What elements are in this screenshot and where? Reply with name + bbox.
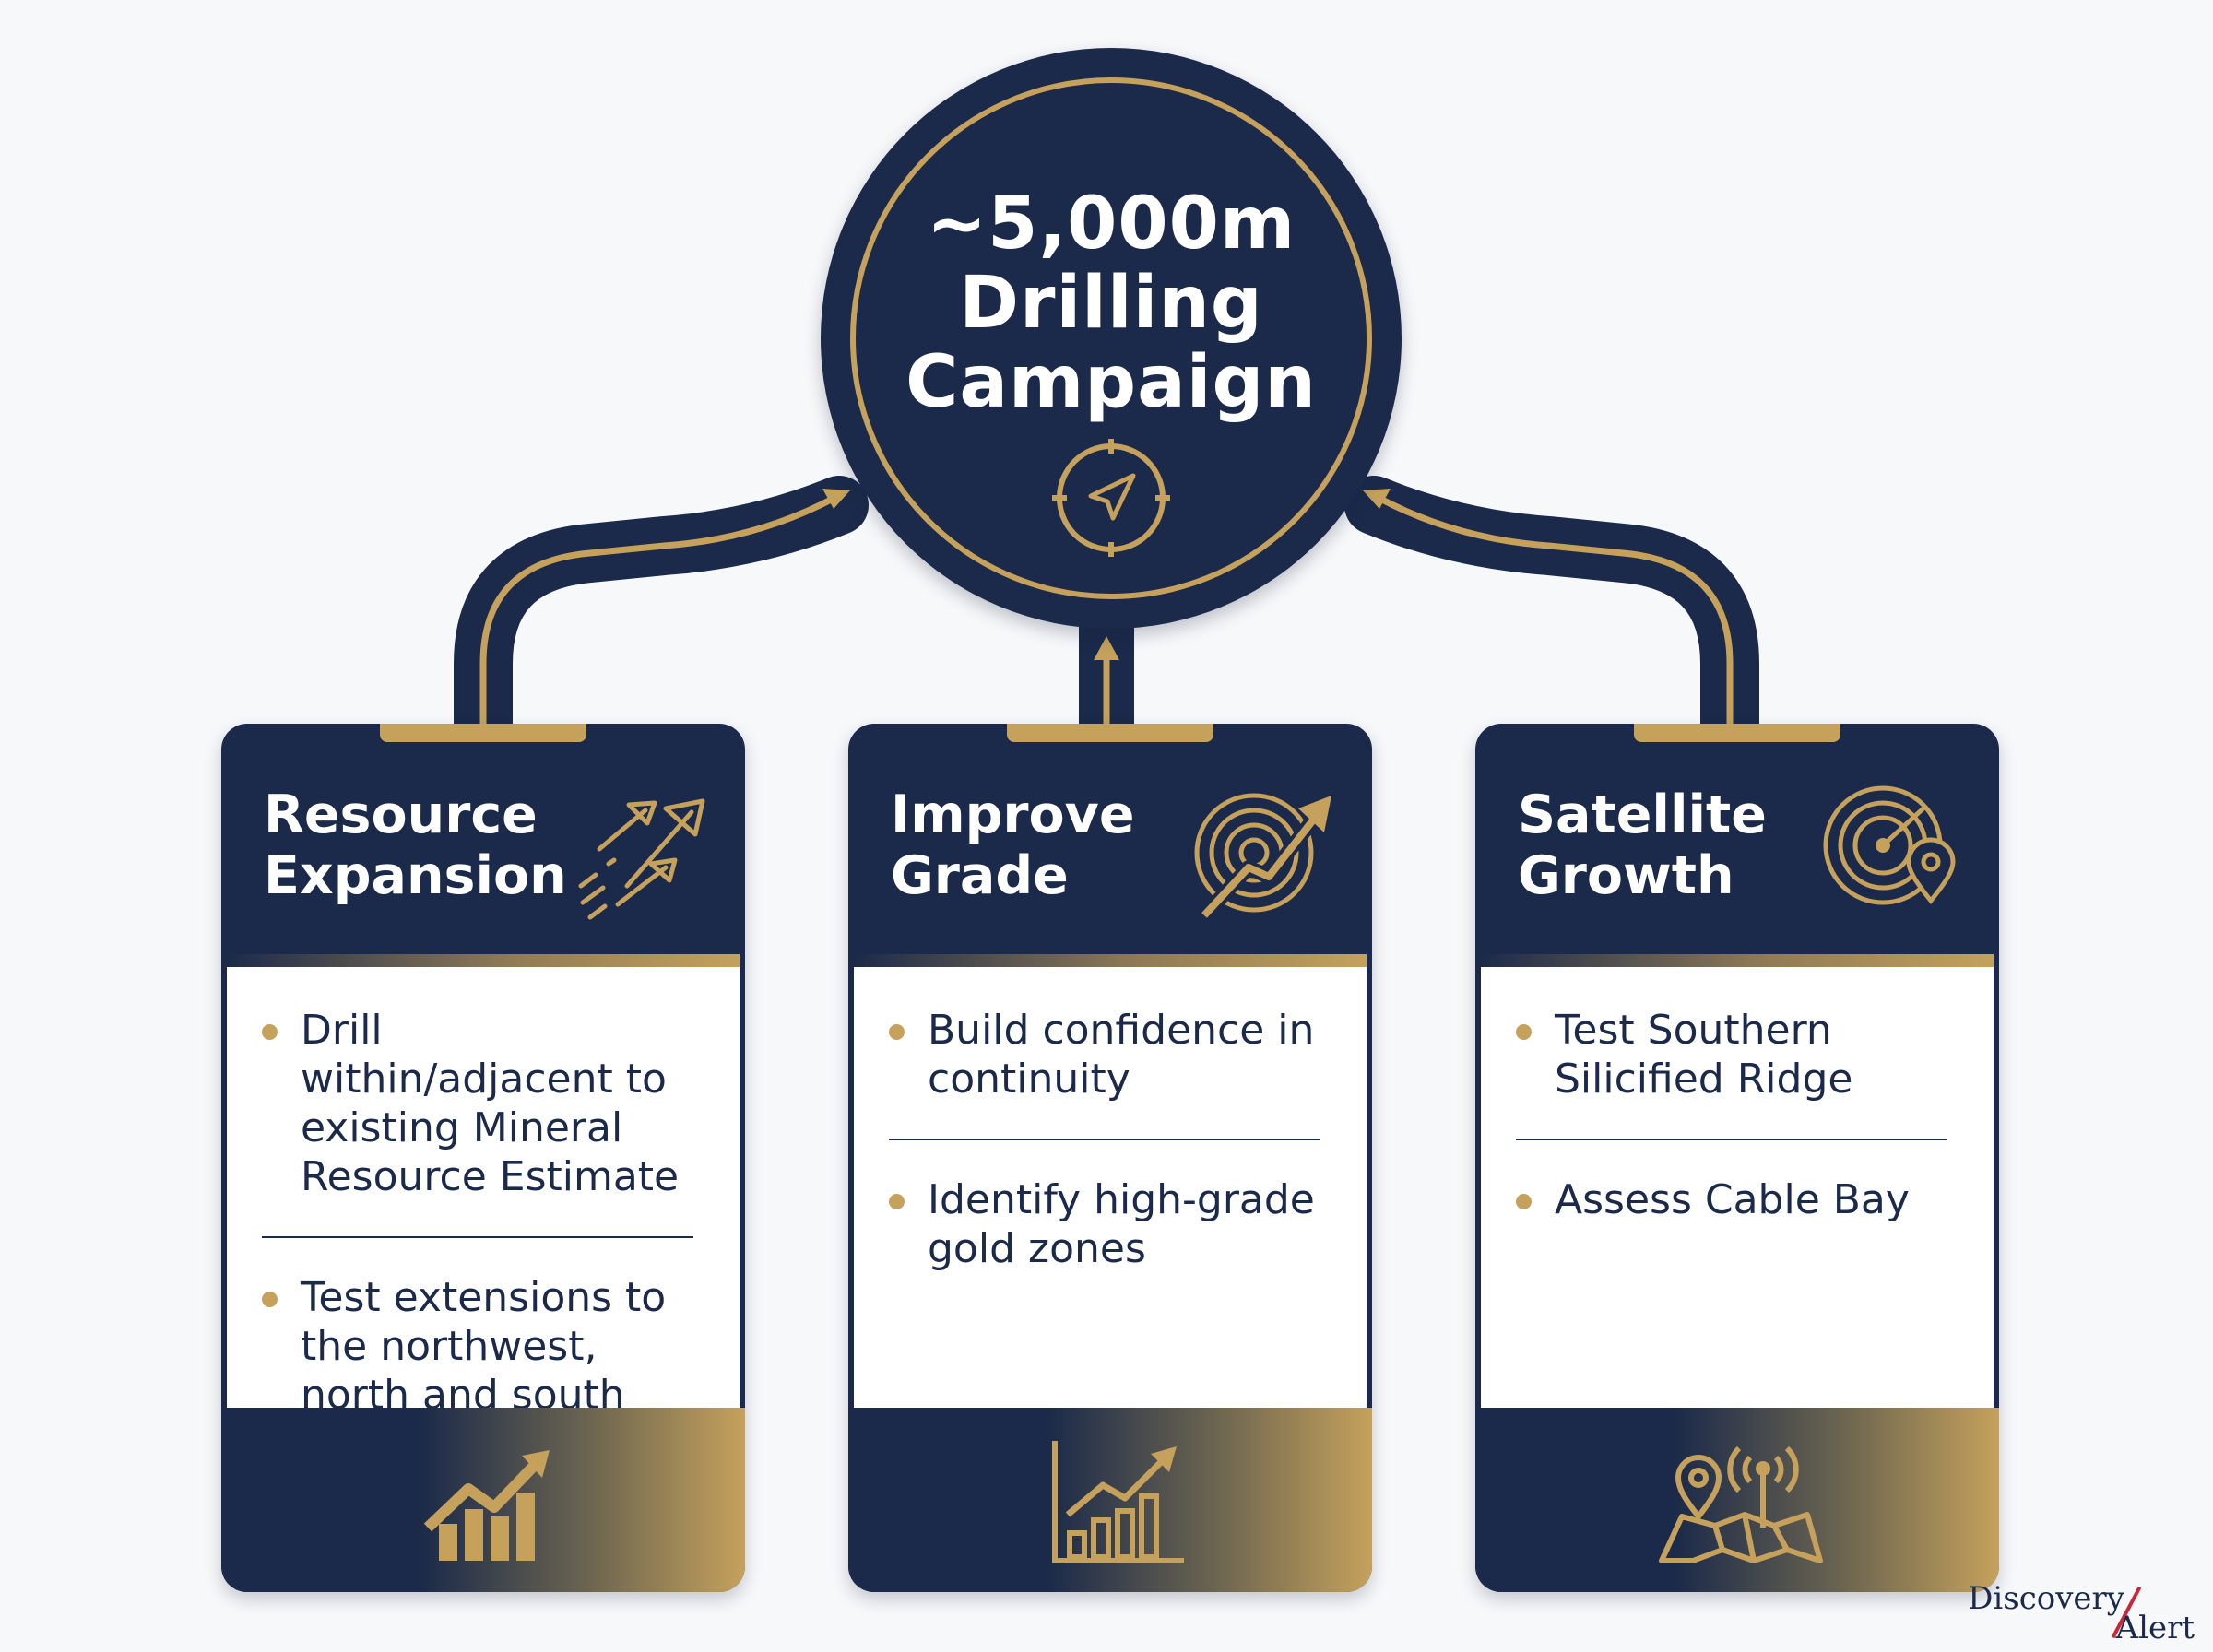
- right-connector: [1344, 476, 1759, 758]
- card-gold-rule: [854, 954, 1367, 967]
- bullet-text: Assess Cable Bay: [1555, 1176, 1910, 1223]
- hub-title: ~5,000m Drilling Campaign: [821, 184, 1402, 422]
- card-tab: [1634, 724, 1840, 742]
- bullet-text: Identify high-grade gold zones: [928, 1176, 1315, 1272]
- divider: [262, 1236, 693, 1238]
- bullet-dot-icon: [262, 1292, 278, 1307]
- bullet-text: Build confidence in continuity: [928, 1007, 1315, 1103]
- list-item: Test extensions to the northwest, north …: [262, 1273, 693, 1420]
- card-footer: [221, 1408, 745, 1592]
- card-improve-grade: Improve Grade Build confidence in contin…: [848, 724, 1372, 1592]
- brand-logo: Discovery Alert: [1955, 1580, 2195, 1646]
- list-item: Drill within/adjacent to existing Minera…: [262, 1006, 693, 1201]
- upward-arrows-icon: [578, 798, 705, 920]
- hub-title-line: Campaign: [905, 341, 1317, 424]
- bullet-text: Drill within/adjacent to existing Minera…: [301, 1007, 680, 1200]
- radar-location-icon: [1823, 785, 1956, 905]
- card-title-line: Satellite: [1518, 785, 1767, 845]
- center-arrowhead-icon: [1094, 636, 1119, 660]
- hub-gold-ring: [850, 77, 1372, 599]
- card-title-line: Resource: [264, 785, 538, 845]
- card-body: Build confidence in continuity Identify …: [854, 967, 1367, 1408]
- bullet-dot-icon: [889, 1024, 905, 1040]
- bullet-list: Build confidence in continuity Identify …: [889, 1006, 1320, 1273]
- bullet-dot-icon: [889, 1194, 905, 1210]
- bullet-list: Test Southern Silicified Ridge Assess Ca…: [1516, 1006, 1947, 1224]
- brand-name-line: Discovery: [1968, 1580, 2124, 1617]
- list-item: Assess Cable Bay: [1516, 1175, 1947, 1224]
- card-resource-expansion: Resource Expansion Drill wit: [221, 724, 745, 1592]
- card-tab: [1007, 724, 1213, 742]
- hub-title-line: ~5,000m: [926, 183, 1296, 266]
- bullet-text: Test extensions to the northwest, north …: [301, 1274, 667, 1419]
- card-gold-rule: [227, 954, 740, 967]
- card-tab: [380, 724, 586, 742]
- list-item: Identify high-grade gold zones: [889, 1175, 1320, 1273]
- divider: [1516, 1139, 1947, 1140]
- bullet-text: Test Southern Silicified Ridge: [1555, 1007, 1853, 1103]
- list-item: Test Southern Silicified Ridge: [1516, 1006, 1947, 1103]
- left-connector: [454, 476, 869, 758]
- campaign-hub: ~5,000m Drilling Campaign: [821, 48, 1402, 629]
- card-footer: [848, 1408, 1372, 1592]
- hub-title-line: Drilling: [959, 262, 1263, 345]
- bullet-dot-icon: [1516, 1024, 1532, 1040]
- divider: [889, 1139, 1320, 1140]
- compass-icon: [1052, 439, 1170, 557]
- card-title: Resource Expansion: [264, 785, 567, 906]
- rising-bar-chart-icon: [423, 1450, 550, 1561]
- card-title: Improve Grade: [891, 785, 1135, 906]
- left-connector-line: [479, 494, 836, 724]
- target-arrow-icon: [1194, 793, 1331, 921]
- card-body: Test Southern Silicified Ridge Assess Ca…: [1481, 967, 1994, 1408]
- card-gold-rule: [1481, 954, 1994, 967]
- right-connector-line: [1377, 494, 1734, 724]
- brand-name-line: Alert: [2115, 1610, 2195, 1646]
- left-arrowhead-icon: [822, 489, 850, 509]
- card-body: Drill within/adjacent to existing Minera…: [227, 967, 740, 1419]
- growth-chart-icon: [1052, 1441, 1184, 1564]
- card-title-line: Improve: [891, 785, 1135, 845]
- bullet-dot-icon: [1516, 1194, 1532, 1210]
- card-title-line: Expansion: [264, 845, 567, 906]
- bullet-dot-icon: [262, 1024, 278, 1040]
- card-title: Satellite Growth: [1518, 785, 1767, 906]
- right-arrowhead-icon: [1363, 489, 1391, 509]
- bullet-list: Drill within/adjacent to existing Minera…: [262, 1006, 693, 1420]
- card-satellite-growth: Satellite Growth Test Southern Silicifie…: [1475, 724, 1999, 1592]
- card-footer: [1475, 1408, 1999, 1592]
- list-item: Build confidence in continuity: [889, 1006, 1320, 1103]
- card-title-line: Grade: [891, 845, 1069, 906]
- card-title-line: Growth: [1518, 845, 1734, 906]
- map-signal-icon: [1659, 1446, 1823, 1564]
